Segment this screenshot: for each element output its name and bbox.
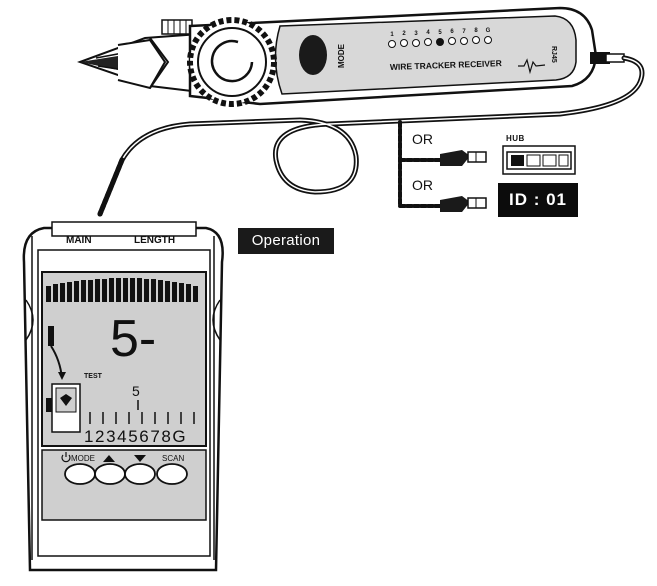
branch-cable [398,120,442,208]
led-number: 6 [450,29,454,35]
scan-button[interactable] [156,463,188,485]
down-arrow-icon [134,455,146,462]
led-number: 5 [438,30,442,36]
wire-tracker-receiver: MODE 1 2 3 4 5 6 7 8 G WIRE TRACKER RECE… [77,6,625,107]
down-button[interactable] [124,463,156,485]
power-icon [61,452,71,463]
led-active [436,38,444,46]
test-label: TEST [84,373,103,380]
pin-numbers: 12345678G [84,427,187,446]
led-number: 8 [474,28,478,34]
mode-button[interactable] [64,463,96,485]
rj45-plug-bottom [440,196,487,212]
pin-indicator: 5 [132,383,140,399]
lcd-main-readout: 5- [110,310,156,368]
led-number: 3 [414,31,418,37]
rj45-plug-top [440,150,487,166]
hub-label: HUB [506,134,525,143]
receiver-port-label: RJ45 [550,46,557,63]
port-main-label: MAIN [66,235,92,246]
operation-label: Operation [238,228,334,254]
button-label-mode: MODE [71,454,95,463]
led-number: 1 [390,32,394,38]
probe-icon [48,326,54,346]
receiver-mode-button[interactable] [299,35,327,75]
or-label-top: OR [412,131,433,147]
led-numbers: 1 2 3 4 5 6 7 8 G [390,28,490,38]
main-cable-inner [99,57,643,215]
receiver-mode-label: MODE [337,43,346,68]
up-button[interactable] [94,463,126,485]
signal-bar-graph [46,278,198,302]
port-length-label: LENGTH [134,235,175,246]
id-display: ID : 01 [498,183,578,217]
or-label-bottom: OR [412,177,433,193]
cables [97,55,645,217]
led-number: G [486,28,491,34]
led-number: 2 [402,31,406,37]
up-arrow-icon [103,455,115,462]
cable-tester: MAIN LENGTH [22,221,224,572]
receiver-title: WIRE TRACKER RECEIVER [390,58,502,72]
remote-unit-icon [46,383,81,433]
pin-bars [89,412,195,424]
led-number: 7 [462,29,466,35]
button-label-scan: SCAN [162,454,184,463]
probe-tip-point [80,56,118,70]
led-number: 4 [426,30,430,36]
led-row [388,36,492,48]
dial-arc-icon [210,39,254,83]
waveform-icon [518,58,546,75]
hub-icon [502,145,576,175]
keypad-panel [41,449,207,521]
receiver-panel [274,15,577,95]
